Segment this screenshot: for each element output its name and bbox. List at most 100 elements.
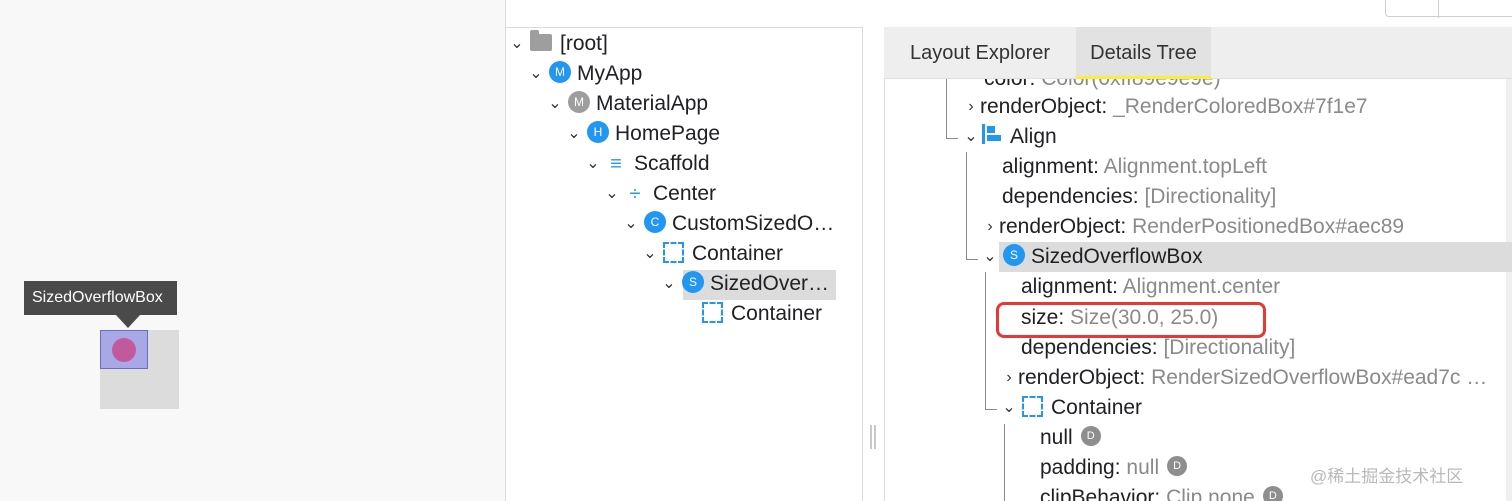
align-icon [982,124,1002,145]
prop-row-null[interactable]: null D [1040,423,1107,453]
tree-node-sizedoverflowbox[interactable]: ⌄ S SizedOver… [660,269,829,299]
diagnostic-badge-icon: D [1080,426,1101,447]
tree-node-container[interactable]: ⌄ Container [641,239,783,269]
widget-badge-icon: M [568,91,590,114]
prop-key: dependencies [1002,185,1133,208]
prop-key: clipBehavior [1040,486,1155,501]
tree-top-divider [505,27,863,28]
tree-connector [985,272,986,410]
container-icon [663,241,684,263]
widget-badge-icon: M [549,61,571,84]
chevron-down-icon[interactable]: ⌄ [567,125,581,142]
tree-node-label: Container [692,242,784,265]
widget-badge-icon: C [644,211,666,234]
prop-key: dependencies [1021,336,1152,359]
chevron-down-icon[interactable]: ⌄ [548,95,562,112]
tree-node-label: HomePage [615,122,721,145]
node-label: Align [1010,125,1057,148]
prop-value: null [1126,456,1160,479]
widget-badge-icon: H [587,121,609,144]
chevron-down-icon[interactable]: ⌄ [1002,399,1016,416]
tree-connector [946,138,958,139]
prop-row-alignment[interactable]: alignment: Alignment.topLeft [1002,155,1268,178]
tree-connector [985,409,997,410]
prop-key: renderObject [1018,366,1140,389]
prop-row-dependencies[interactable]: dependencies: [Directionality] [1021,336,1296,359]
chevron-down-icon[interactable]: ⌄ [510,35,524,52]
prop-row-renderobject[interactable]: ›renderObject: RenderPositionedBox#aec89 [981,212,1404,242]
inner-circle [112,338,136,362]
widget-badge-icon: S [1003,244,1025,267]
tree-node-myapp[interactable]: ⌄ M MyApp [527,59,642,89]
node-row-sizedoverflowbox[interactable]: ⌄ S SizedOverflowBox [981,242,1203,272]
panel-splitter-handle[interactable] [870,425,876,449]
tree-connector [966,152,967,260]
prop-key: size [1021,306,1059,329]
tree-selected-highlight [683,270,836,300]
widget-tooltip: SizedOverflowBox [24,281,177,315]
node-label: SizedOverflowBox [1031,245,1203,268]
chevron-down-icon[interactable]: ⌄ [983,248,997,265]
tree-node-container-child[interactable]: Container [698,299,822,329]
tab-layout-explorer[interactable]: Layout Explorer [909,42,1051,64]
tree-node-label: [root] [560,32,608,55]
chevron-down-icon[interactable]: ⌄ [586,155,600,172]
chevron-down-icon[interactable]: ⌄ [643,245,657,262]
chevron-right-icon[interactable]: › [968,98,974,115]
prop-value: RenderPositionedBox#aec89 [1132,215,1405,238]
tooltip-arrow [116,315,140,328]
tree-node-scaffold[interactable]: ⌄≡Scaffold [584,149,710,179]
widget-badge-icon: S [682,271,704,294]
prop-value: Clip.none [1166,486,1255,501]
tree-connector [946,79,947,139]
diagnostic-badge-icon: D [1167,456,1188,477]
tree-connector [1004,424,1005,501]
prop-row-alignment[interactable]: alignment: Alignment.center [1021,275,1281,298]
prop-row-size[interactable]: size: Size(30.0, 25.0) [1021,306,1219,329]
prop-value: _RenderColoredBox#7f1e7 [1113,95,1368,118]
toolbar-right-buttons[interactable] [1385,0,1512,18]
tree-node-label: MyApp [577,62,643,85]
chevron-right-icon[interactable]: › [1006,369,1012,386]
tree-node-center[interactable]: ⌄÷Center [603,179,716,209]
tree-node-label: Container [731,302,823,325]
tree-node-root[interactable]: ⌄ [root] [508,29,608,59]
prop-value: RenderSizedOverflowBox#ead7c … [1151,366,1488,389]
size-annotation-highlight [996,302,1266,338]
center-icon: ÷ [629,183,641,205]
chevron-right-icon[interactable]: › [987,218,993,235]
tree-node-homepage[interactable]: ⌄ H HomePage [565,119,720,149]
chevron-down-icon[interactable]: ⌄ [605,185,619,202]
active-tab-indicator [1076,76,1211,79]
prop-value: Size(30.0, 25.0) [1070,306,1219,329]
folder-icon [530,29,552,51]
prop-row-renderobject[interactable]: ›renderObject: RenderSizedOverflowBox#ea… [1000,363,1487,393]
node-row-container[interactable]: ⌄ Container [1000,393,1142,423]
chevron-down-icon[interactable]: ⌄ [529,65,543,82]
chevron-down-icon[interactable]: ⌄ [624,215,638,232]
chevron-down-icon[interactable]: ⌄ [964,128,978,145]
prop-row-renderobject[interactable]: ›renderObject: _RenderColoredBox#7f1e7 [962,92,1368,122]
chevron-down-icon[interactable]: ⌄ [662,275,676,292]
prop-key: padding [1040,456,1115,479]
node-row-align[interactable]: ⌄ Align [962,122,1057,152]
prop-key: alignment [1021,275,1113,298]
prop-key: null [1040,426,1073,449]
widget-tree-panel [505,0,863,501]
node-label: Container [1051,396,1143,419]
tree-node-label: Scaffold [634,152,710,175]
diagnostic-badge-icon: D [1262,486,1283,501]
prop-value: Alignment.topLeft [1103,155,1268,178]
prop-value: Alignment.center [1122,275,1281,298]
tab-details-tree[interactable]: Details Tree [1076,27,1211,79]
prop-value: [Directionality] [1163,336,1296,359]
details-scrollbar[interactable] [1506,79,1512,501]
prop-key: renderObject [999,215,1121,238]
tree-node-label: SizedOver… [710,272,830,295]
tree-connector [966,259,978,260]
prop-row-dependencies[interactable]: dependencies: [Directionality] [1002,185,1277,208]
